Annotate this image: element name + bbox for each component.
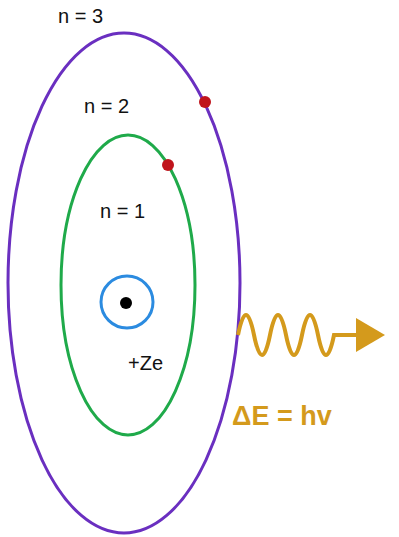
orbit-n1 — [101, 276, 153, 328]
electron — [199, 96, 211, 108]
energy-equation: ΔE = hv — [232, 402, 332, 432]
orbit-n3 — [8, 33, 240, 533]
photon-wave — [238, 315, 360, 355]
photon-arrowhead — [356, 318, 385, 352]
orbit-label: n = 1 — [100, 200, 145, 222]
orbit-label: +Ze — [128, 352, 163, 374]
nucleus — [120, 297, 132, 309]
orbit-label: n = 2 — [84, 95, 129, 117]
orbit-label: n = 3 — [58, 5, 103, 27]
orbit-n2 — [61, 135, 195, 435]
electron — [162, 159, 174, 171]
